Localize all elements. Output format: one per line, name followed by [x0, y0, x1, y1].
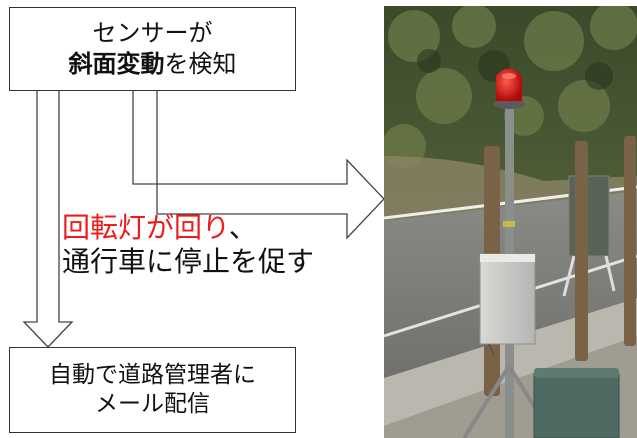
sensor-detect-box: センサーが 斜面変動を検知 [9, 7, 296, 91]
sensor-line1: センサーが [92, 19, 213, 48]
email-notify-box: 自動で道路管理者に メール配信 [9, 347, 296, 433]
beacon-rotates-text: 回転灯が回り [62, 211, 229, 244]
email-line1: 自動で道路管理者に [49, 361, 256, 388]
detect-text: を検知 [164, 50, 237, 78]
action-line2: 通行車に停止を促す [62, 244, 315, 278]
site-photo [384, 6, 637, 438]
sensor-line2: 斜面変動を検知 [69, 49, 237, 80]
action-line1: 回転灯が回り、 [62, 211, 314, 245]
wooden-post [624, 136, 636, 346]
email-line2: メール配信 [95, 391, 210, 417]
slope-movement-text: 斜面変動 [68, 50, 165, 78]
action-text: 回転灯が回り、 通行車に停止を促す [62, 211, 314, 278]
wooden-post [575, 141, 588, 361]
action-comma: 、 [228, 211, 257, 244]
control-box [479, 253, 536, 345]
sensor-housing [533, 373, 620, 438]
